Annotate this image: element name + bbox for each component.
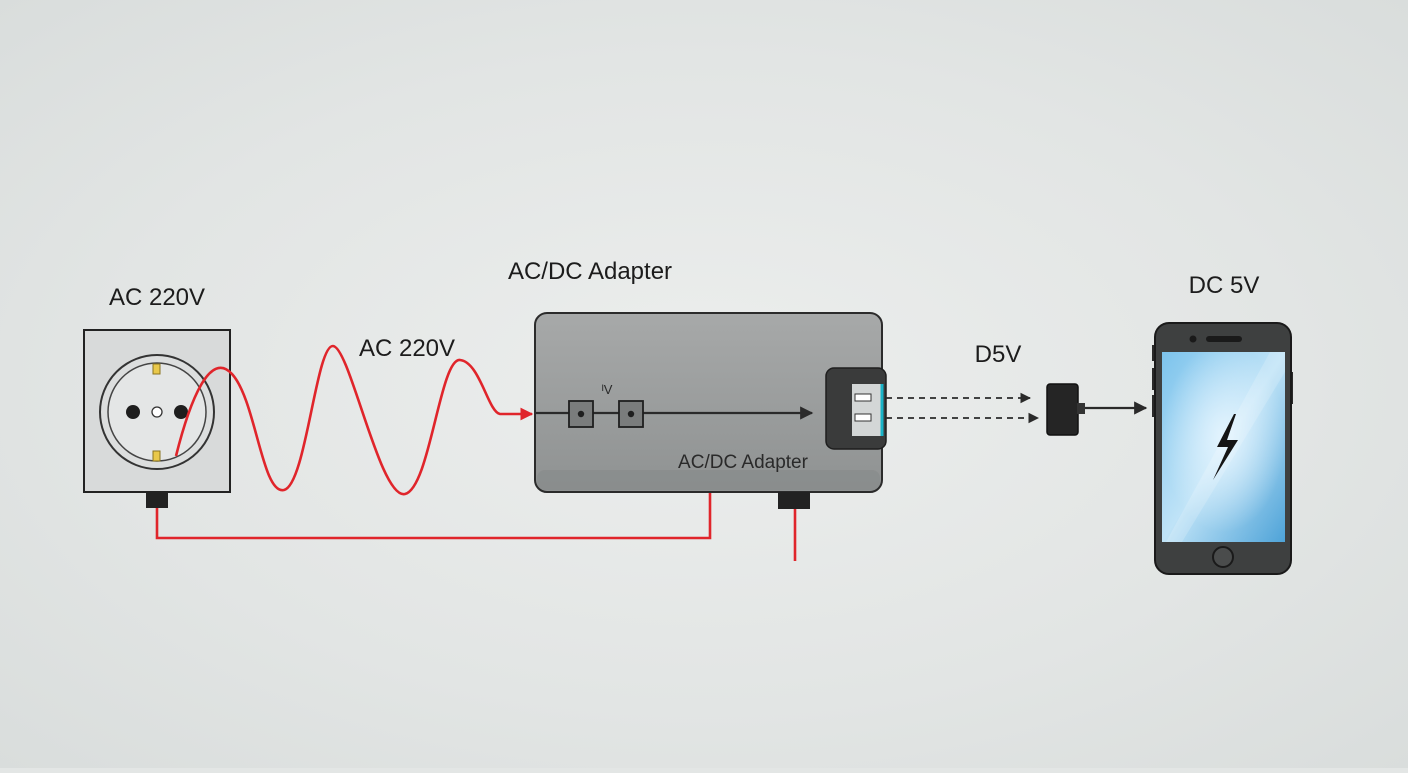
adapter-title-label: AC/DC Adapter bbox=[508, 258, 672, 285]
wall-socket-icon bbox=[83, 329, 231, 508]
adapter-inner-label: AC/DC Adapter bbox=[678, 452, 809, 473]
lightning-bolt-icon bbox=[1213, 414, 1238, 480]
phone-voltage-label: DC 5V bbox=[1189, 272, 1260, 299]
smartphone bbox=[1152, 322, 1293, 575]
adapter-small-label: ᴵV bbox=[602, 382, 613, 397]
component-b bbox=[618, 400, 644, 428]
phone-home-button bbox=[1212, 546, 1234, 568]
ac-dc-adapter bbox=[534, 312, 887, 561]
ac-wave-wire bbox=[174, 344, 534, 496]
wave-label: AC 220V bbox=[359, 335, 455, 362]
output-voltage-label: D5V bbox=[975, 341, 1022, 368]
socket-label: AC 220V bbox=[109, 284, 205, 311]
usb-plug-icon bbox=[1046, 383, 1085, 436]
component-a bbox=[568, 400, 594, 428]
